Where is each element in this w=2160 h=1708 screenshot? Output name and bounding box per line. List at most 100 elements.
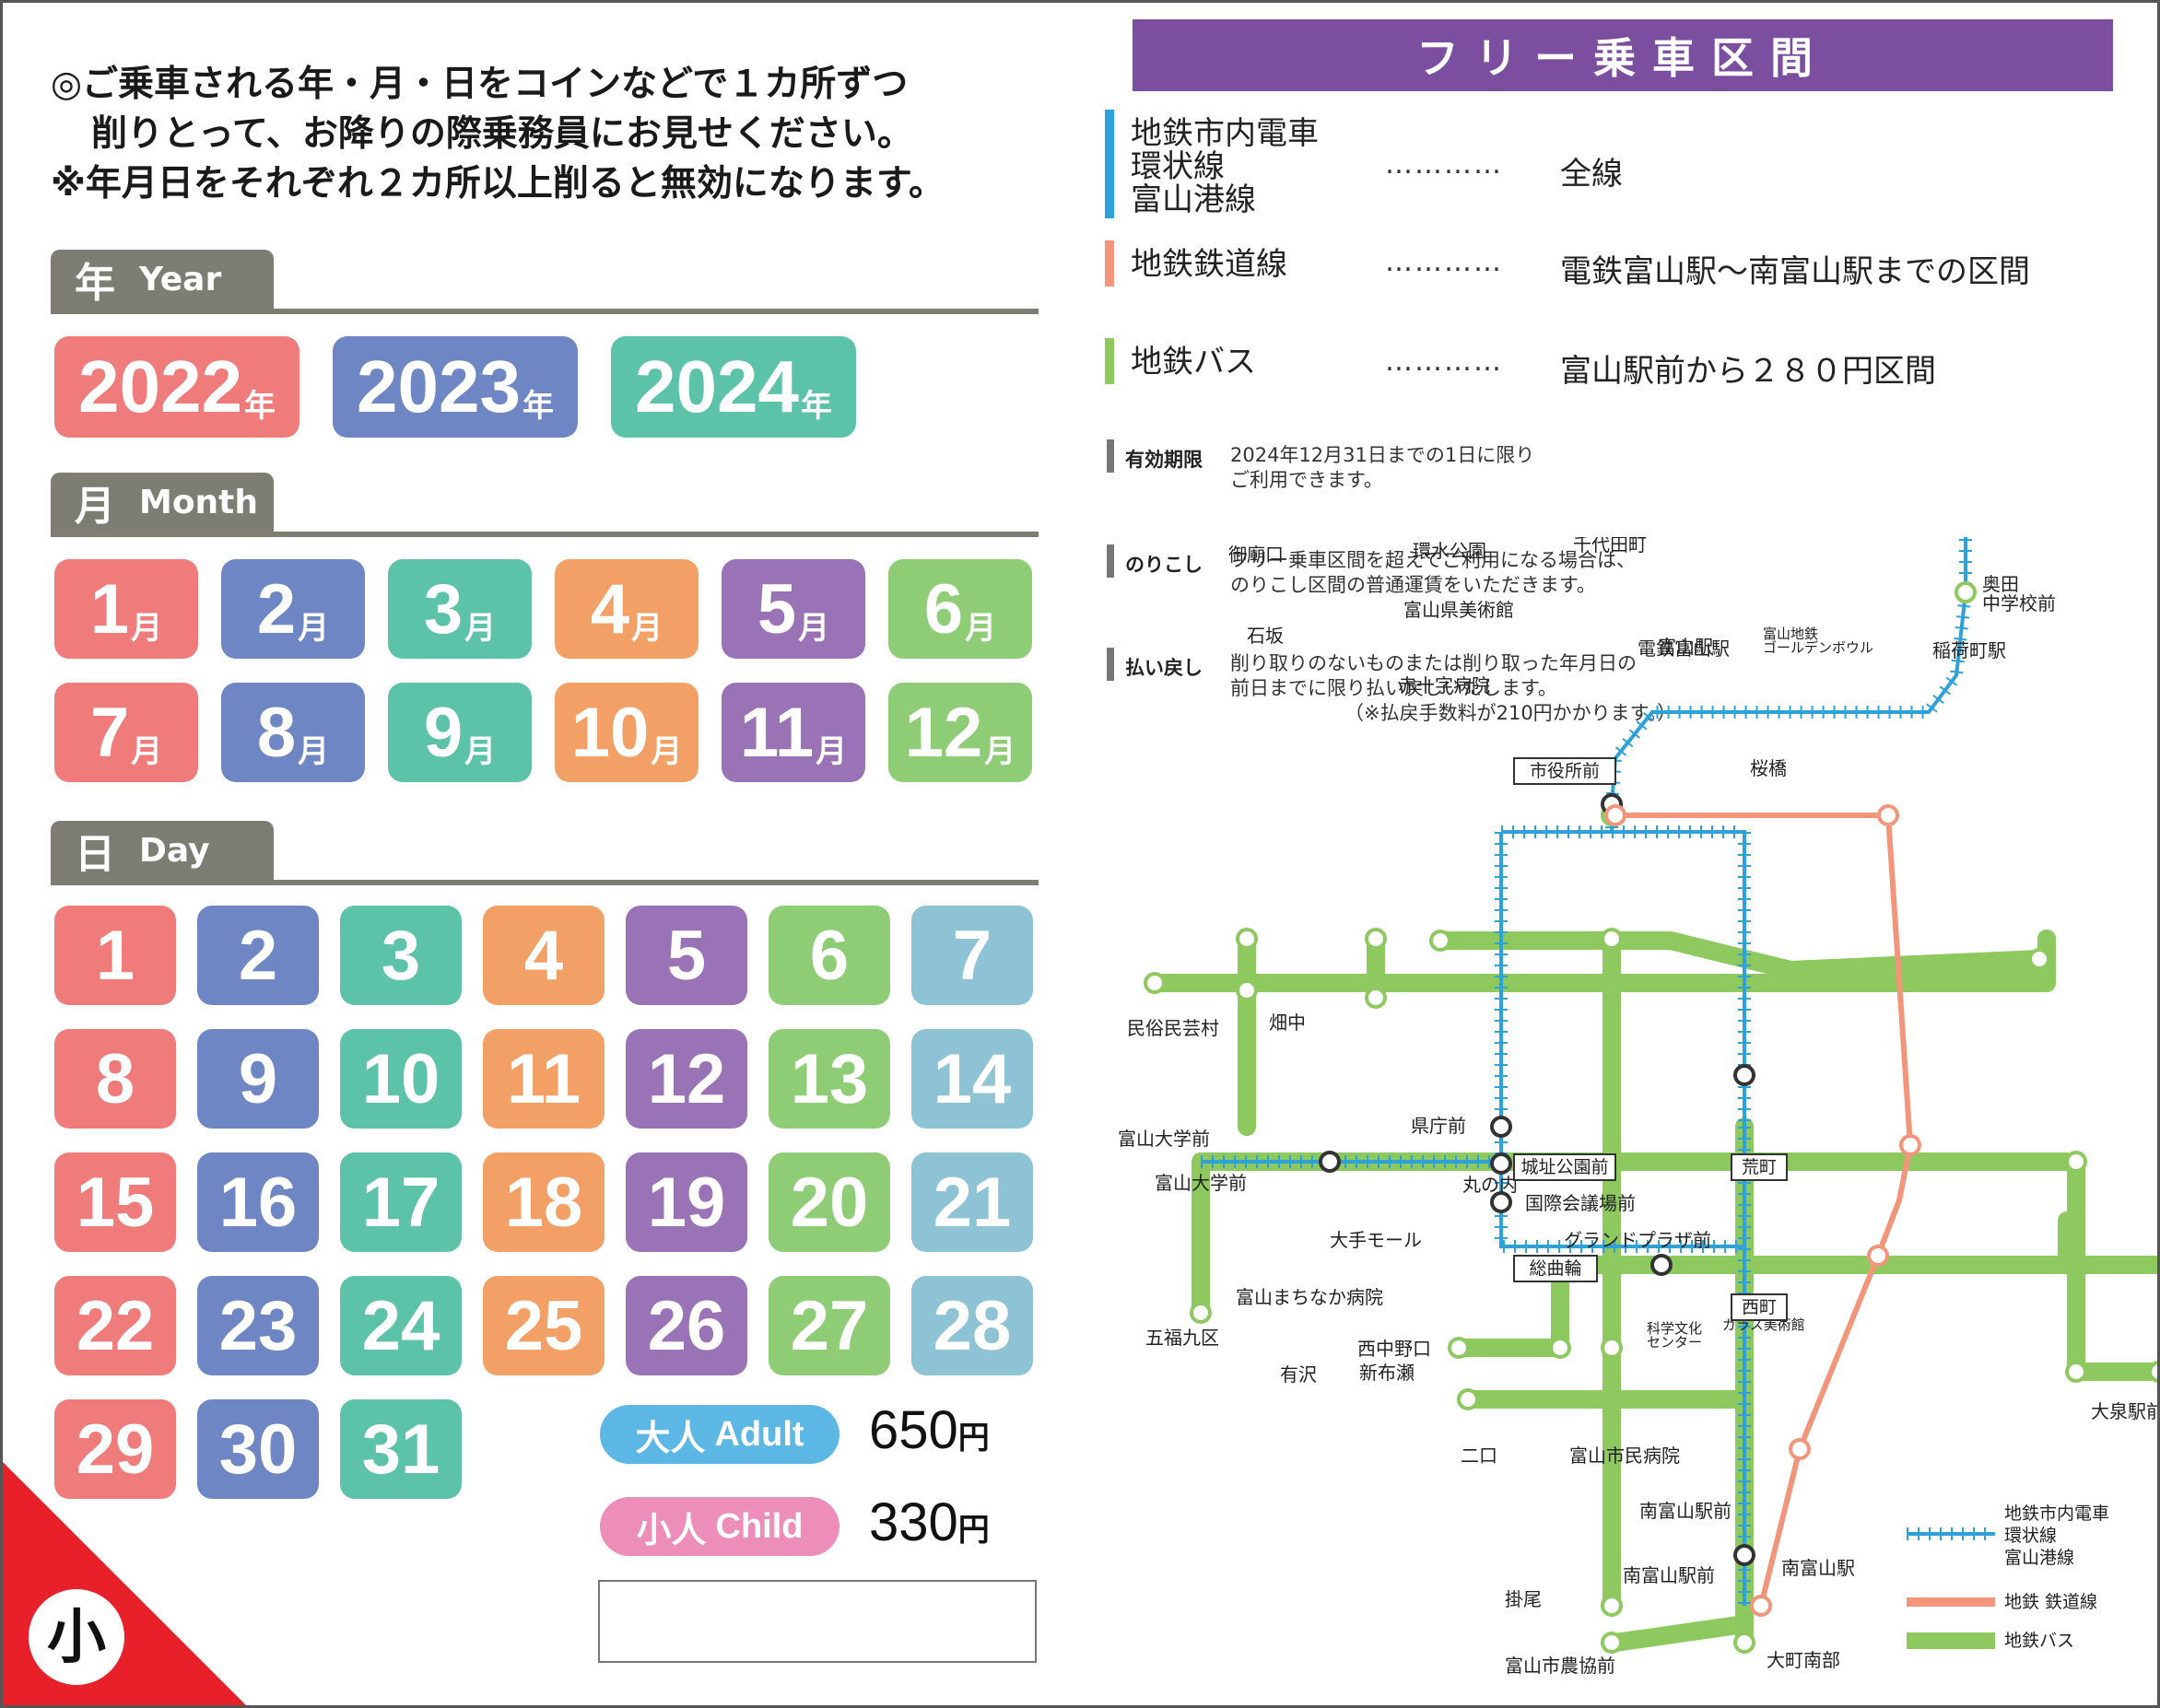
day-option-2[interactable]: 2 xyxy=(197,906,319,1005)
station-label-bijutsukan: 富山県美術館 xyxy=(1403,599,1514,621)
day-option-25[interactable]: 25 xyxy=(483,1276,605,1375)
corner-circle xyxy=(29,1589,124,1685)
bus-stop-28 xyxy=(1601,1632,1623,1654)
day-option-9-value: 9 xyxy=(238,1039,278,1118)
station-label-minamitoyama_mae: 南富山駅前 xyxy=(1639,1500,1732,1522)
day-option-14[interactable]: 14 xyxy=(911,1029,1033,1129)
instruction-line-2: 削りとって、お降りの際乗務員にお見せください。 xyxy=(91,113,913,155)
day-option-21[interactable]: 21 xyxy=(911,1152,1033,1252)
day-option-13[interactable]: 13 xyxy=(769,1029,890,1129)
bus-stop-27 xyxy=(1601,1595,1623,1617)
bus-stop-22 xyxy=(1448,1337,1470,1359)
day-option-14-value: 14 xyxy=(933,1039,1012,1118)
month-option-12-unit: 月 xyxy=(984,733,1016,769)
tram-stop-3 xyxy=(1319,1151,1341,1173)
day-option-29[interactable]: 29 xyxy=(54,1399,176,1499)
day-option-4[interactable]: 4 xyxy=(483,906,605,1005)
day-option-5[interactable]: 5 xyxy=(626,906,747,1005)
free-zone-title: フリー乗車区間 xyxy=(1133,19,2113,91)
station-label-futakuchi: 二口 xyxy=(1461,1445,1497,1467)
month-option-7-value: 7 xyxy=(89,693,130,772)
rail-range-scope: 電鉄富山駅～南富山駅までの区間 xyxy=(1560,253,2030,290)
tram-stop-7 xyxy=(1650,1254,1673,1276)
day-option-30[interactable]: 30 xyxy=(197,1399,319,1499)
day-option-11[interactable]: 11 xyxy=(483,1029,605,1129)
day-option-30-value: 30 xyxy=(218,1410,298,1489)
legend-bus-label: 地鉄バス xyxy=(2004,1631,2074,1651)
day-option-31-value: 31 xyxy=(361,1410,440,1489)
day-option-1[interactable]: 1 xyxy=(54,906,176,1005)
day-option-24-value: 24 xyxy=(361,1286,440,1365)
day-option-7[interactable]: 7 xyxy=(911,906,1033,1005)
bus-stop-24 xyxy=(1190,1302,1212,1324)
stop-box-arakawa xyxy=(1731,1153,1788,1181)
day-option-15-value: 15 xyxy=(76,1163,155,1242)
stop-box-shiyakusho xyxy=(1513,757,1616,785)
note-label-validity: 有効期限 xyxy=(1125,449,1203,471)
bus-stop-20 xyxy=(2148,1361,2157,1383)
day-option-10[interactable]: 10 xyxy=(340,1029,462,1129)
day-option-22[interactable]: 22 xyxy=(54,1276,176,1375)
note-label-override: のりこし xyxy=(1125,554,1203,576)
day-option-20[interactable]: 20 xyxy=(769,1152,890,1252)
day-option-17[interactable]: 17 xyxy=(340,1152,462,1252)
bus-stop-11 xyxy=(1601,928,1623,950)
tram-range-name-1: 地鉄市内電車 xyxy=(1131,115,1319,152)
day-option-26[interactable]: 26 xyxy=(626,1276,747,1375)
station-label-toyama_st: 富山駅 xyxy=(1658,636,1713,658)
month-label: Month xyxy=(139,483,259,521)
station-label-dentetsu_toyama: 電鉄富山駅 xyxy=(1638,638,1730,660)
day-option-19[interactable]: 19 xyxy=(626,1152,747,1252)
day-option-24[interactable]: 24 xyxy=(340,1276,462,1375)
day-option-9[interactable]: 9 xyxy=(197,1029,319,1129)
day-option-12[interactable]: 12 xyxy=(626,1029,747,1129)
rail-range-dots: ………… xyxy=(1385,246,1503,278)
note-bar-refund xyxy=(1107,648,1114,681)
day-option-15[interactable]: 15 xyxy=(54,1152,176,1252)
stop-box-nishimachi xyxy=(1731,1293,1788,1321)
legend-rail-label: 地鉄 鉄道線 xyxy=(2004,1592,2097,1612)
day-option-23[interactable]: 23 xyxy=(197,1276,319,1375)
day-option-27[interactable]: 27 xyxy=(769,1276,890,1375)
child-fare-label: 小人 Child xyxy=(600,1497,839,1556)
day-option-18[interactable]: 18 xyxy=(483,1152,605,1252)
rail-stop-4 xyxy=(1750,1595,1772,1617)
day-option-28[interactable]: 28 xyxy=(911,1276,1033,1375)
year-option-2022-unit: 年 xyxy=(243,388,276,424)
rail-stop-5 xyxy=(1604,804,1626,826)
legend-tram-label-0: 地鉄市内電車 xyxy=(2004,1503,2109,1524)
day-option-3[interactable]: 3 xyxy=(340,906,462,1005)
bus-stop-10 xyxy=(1144,972,1166,994)
day-option-6[interactable]: 6 xyxy=(769,906,890,1005)
bus-stop-9 xyxy=(1365,987,1387,1009)
station-label-toyama_dai_bus: 富山大学前 xyxy=(1155,1172,1247,1194)
day-option-16[interactable]: 16 xyxy=(197,1152,319,1252)
station-label-kagaku-1: センター xyxy=(1647,1334,1702,1351)
station-label-nishimachi: 西町 xyxy=(1742,1297,1777,1317)
station-label-arakawa: 荒町 xyxy=(1742,1157,1777,1177)
day-option-31[interactable]: 31 xyxy=(340,1399,462,1499)
day-option-8[interactable]: 8 xyxy=(54,1029,176,1129)
station-label-okuda: 奥田 xyxy=(1982,573,2019,595)
bus-stop-26 xyxy=(1457,1388,1479,1410)
day-option-12-value: 12 xyxy=(647,1039,726,1118)
month-option-6-value: 6 xyxy=(923,569,964,649)
day-label: Day xyxy=(139,831,210,870)
station-label-shimin_byoin: 富山市民病院 xyxy=(1569,1445,1680,1467)
note-label-refund: 払い戻し xyxy=(1125,657,1203,679)
